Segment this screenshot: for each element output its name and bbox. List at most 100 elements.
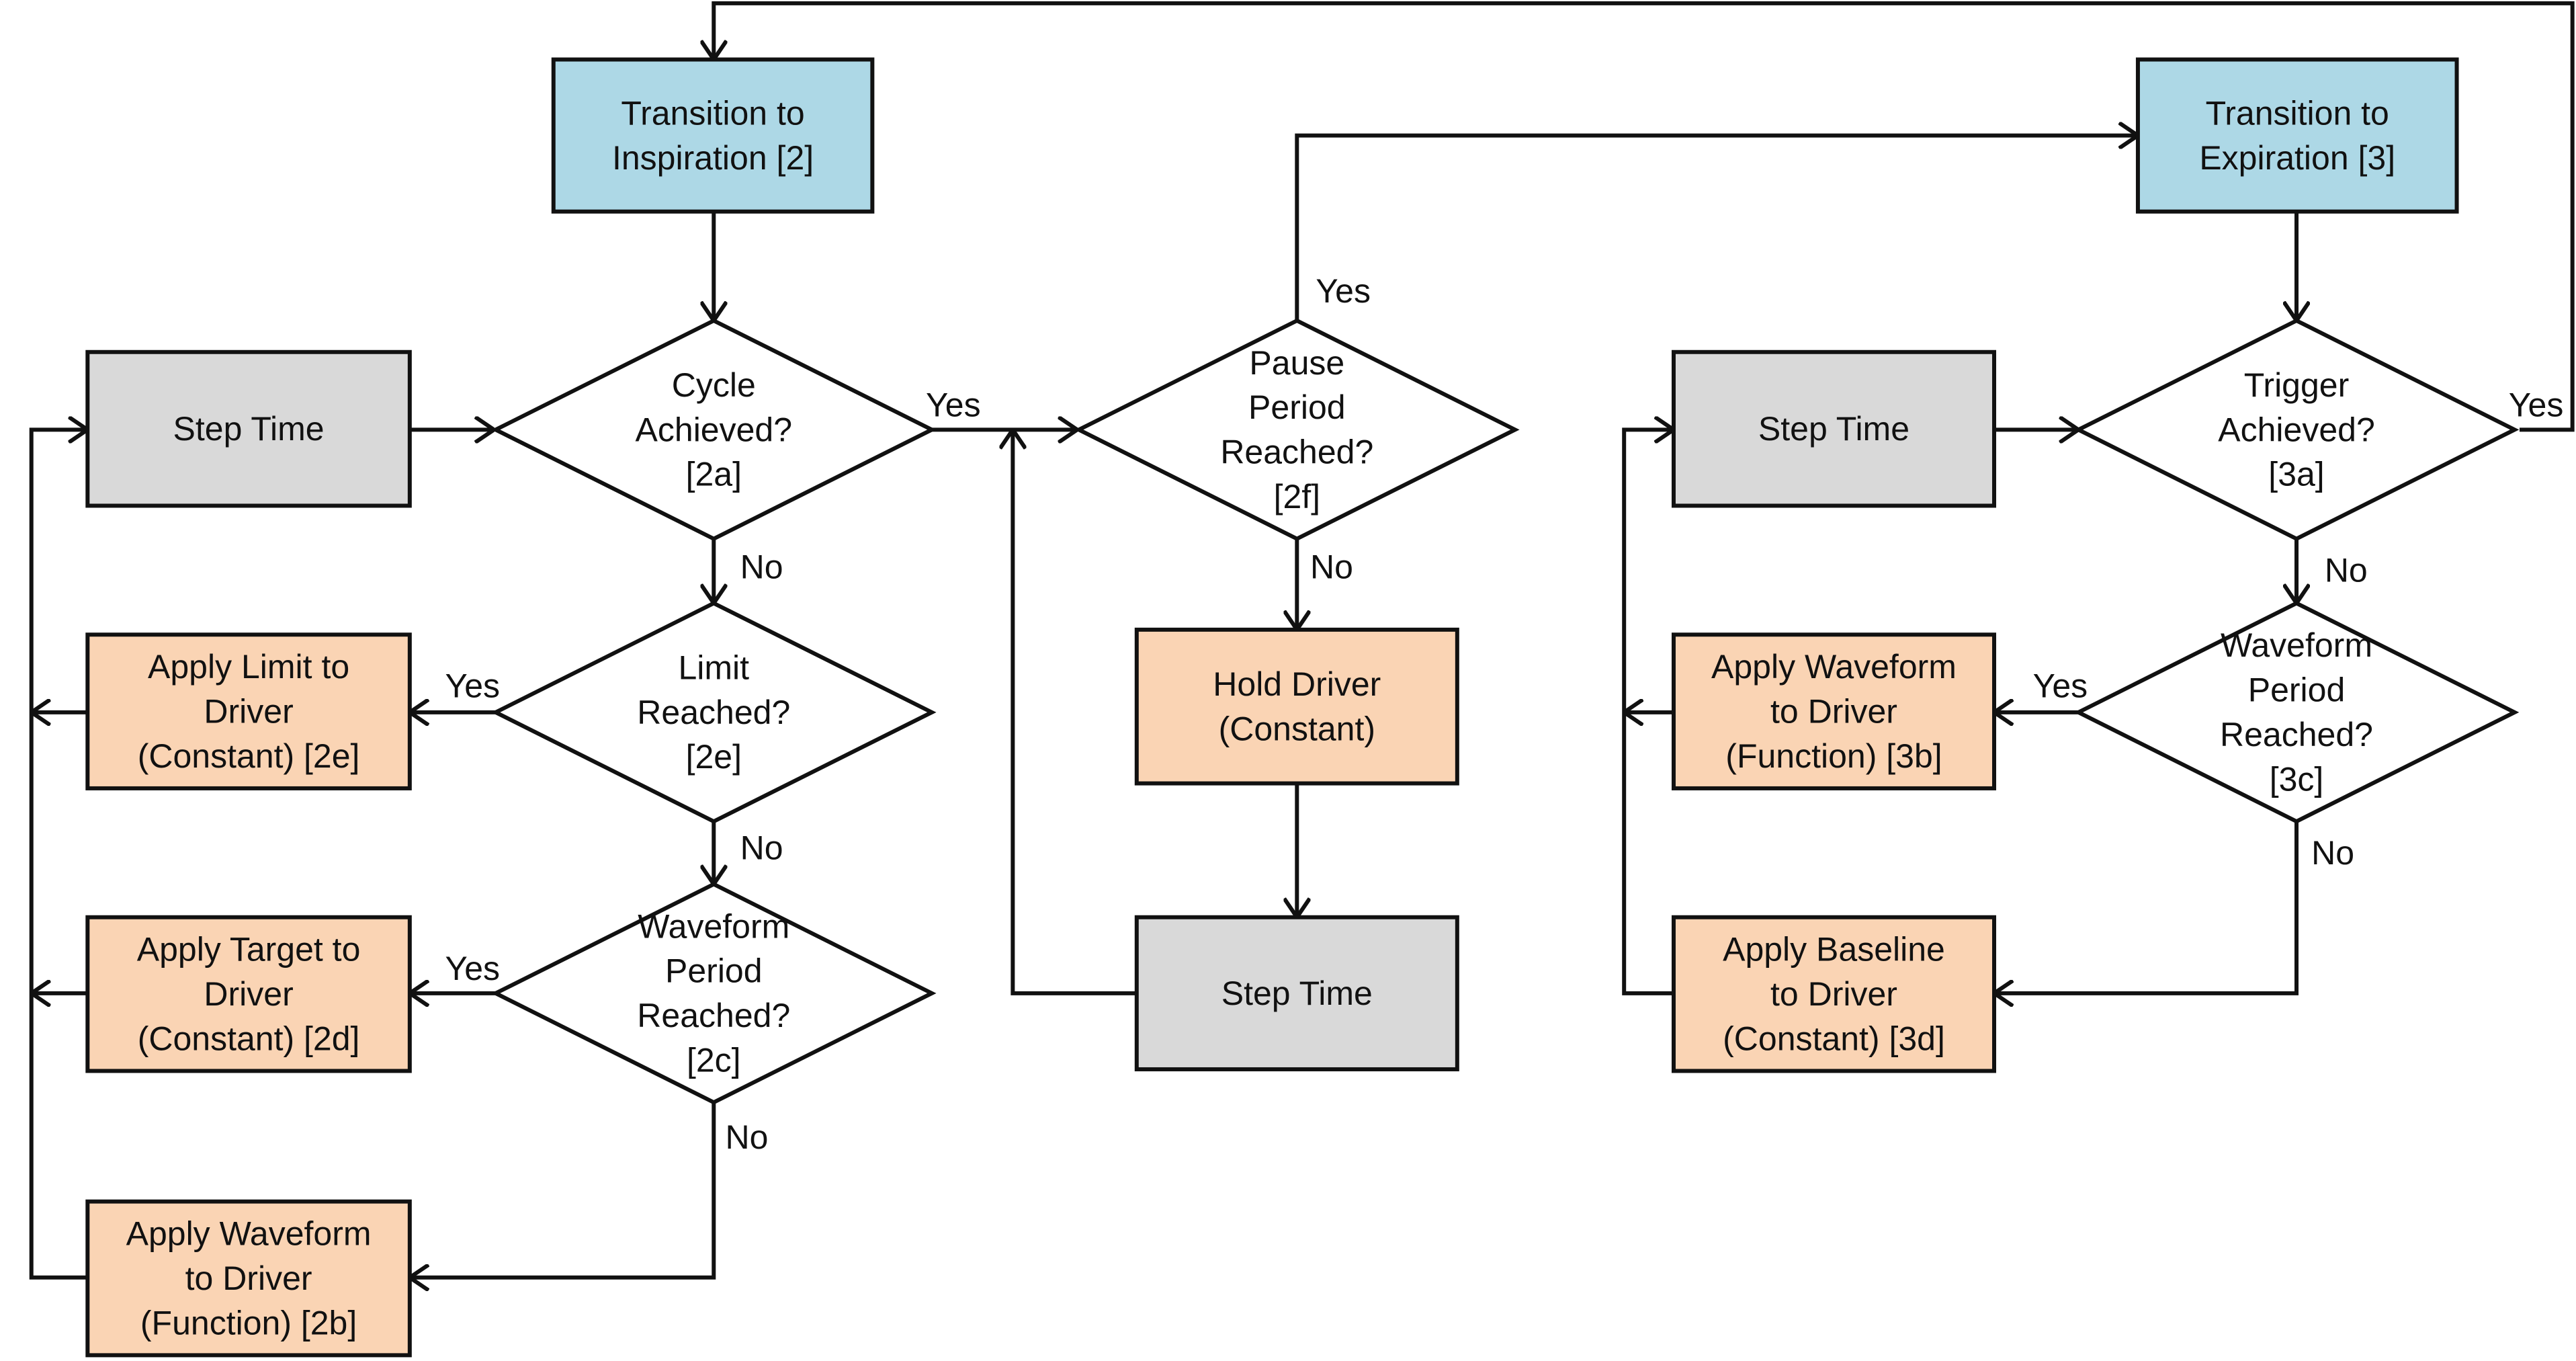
node-text-line: Waveform [2221,626,2372,664]
node-text-line: Reached? [2220,716,2373,753]
node-box [2135,57,2459,214]
node-text-line: Hold Driver [1213,665,1381,703]
node-box [85,349,412,508]
node-text-line: [3a] [2268,456,2324,493]
node-text-line: to Driver [1770,693,1897,731]
node-text-line: [3c] [2270,760,2324,798]
node-text-line: (Constant) [2e] [138,737,360,775]
node-apply-limit: Apply Limit to Driver (Constant) [2e] [85,632,412,790]
node-text-line: Period [2248,671,2346,709]
edge-label-pause-yes: Yes [1316,272,1371,310]
node-box [1671,915,1997,1073]
node-box [85,915,412,1073]
node-text-line: Achieved? [636,411,793,448]
node-box [85,632,412,790]
decision-diamond [490,882,937,1105]
node-box [1671,632,1997,790]
connector-lines [29,1,2575,1280]
edge-label-trigger-yes: Yes [2509,386,2564,423]
node-step-time-right: Step Time [1671,349,1997,508]
node-box [1134,627,1459,786]
node-text-line: (Constant) [1219,710,1375,747]
node-text-line: Reached? [637,997,790,1034]
node-step-time-left: Step Time [85,349,412,508]
node-text-line: Trigger [2244,366,2350,404]
edge-step-middle-return [1013,429,1137,995]
decision-diamond [490,318,937,541]
node-apply-target: Apply Target to Driver (Constant) [2d] [85,915,412,1073]
node-text-line: Apply Baseline [1723,931,1945,968]
node-text-line: [2c] [687,1041,741,1079]
node-text-line: to Driver [185,1260,312,1297]
node-text-line: Reached? [1220,434,1373,471]
node-step-time-middle: Step Time [1134,915,1459,1071]
node-text-line: Limit [678,649,749,686]
node-text-line: (Function) [3b] [1725,737,1942,775]
edge-label-wave2c-yes: Yes [445,950,500,987]
edge-label-wave3c-no: No [2311,834,2354,872]
node-box [1134,915,1459,1071]
node-text-line: [2a] [686,456,742,493]
node-box [85,1199,412,1358]
edge-wave3c-no-to-apply-baseline [1994,821,2299,993]
node-hold-driver: Hold Driver (Constant) [1134,627,1459,786]
edge-pause-yes-to-expiration [1295,136,2138,321]
node-text-line: Transition to [2206,94,2389,132]
edge-expiration-loop-to-inspiration [714,1,2575,432]
node-text-line: Expiration [3] [2199,139,2395,177]
edge-label-pause-no: No [1310,548,1353,585]
node-text-line: Step Time [1221,975,1373,1012]
node-text-line: (Constant) [3d] [1723,1020,1945,1057]
node-text-line: Cycle [672,366,756,404]
edge-label-wave3c-yes: Yes [2033,667,2088,704]
decision-diamond [490,601,937,824]
node-text-line: Achieved? [2218,411,2375,448]
decision-diamond [2073,318,2520,541]
node-text-line: Step Time [1758,410,1909,448]
node-text-line: Apply Target to [137,931,361,968]
edge-apply-waveform-return [29,429,88,1280]
decision-diamond [1074,318,1520,541]
edge-label-trigger-no: No [2325,551,2368,589]
node-text-line: (Function) [2b] [140,1304,357,1342]
node-text-line: Driver [204,975,293,1013]
node-text-line: to Driver [1770,975,1897,1013]
node-text-line: Step Time [173,410,325,448]
node-text-line: [2f] [1274,478,1320,515]
decision-diamond [2073,601,2520,824]
node-text-line: Apply Limit to [148,648,349,686]
node-text-line: Apply Waveform [126,1215,372,1253]
node-text-line: Apply Waveform [1711,648,1957,686]
node-box [1671,349,1997,508]
node-text-line: Period [1248,388,1346,426]
node-text-line: [2e] [686,738,742,776]
edge-wave2c-no-to-apply-waveform [410,1102,716,1278]
edge-label-cycle-yes: Yes [926,386,981,423]
edge-label-limit-yes: Yes [445,667,500,704]
node-text-line: Waveform [638,907,789,945]
node-apply-waveform-2b: Apply Waveform to Driver (Function) [2b] [85,1199,412,1358]
node-text-line: Inspiration [2] [612,139,814,177]
node-apply-waveform-3b: Apply Waveform to Driver (Function) [3b] [1671,632,1997,790]
node-text-line: Period [665,952,763,990]
node-box [551,57,875,214]
node-transition-expiration: Transition to Expiration [3] [2135,57,2459,214]
node-text-line: Pause [1249,344,1344,382]
node-text-line: Driver [204,693,293,731]
edge-label-wave2c-no: No [726,1118,769,1156]
node-text-line: (Constant) [2d] [138,1020,360,1057]
edge-label-limit-no: No [740,829,783,866]
node-apply-baseline: Apply Baseline to Driver (Constant) [3d] [1671,915,1997,1073]
node-text-line: Reached? [637,694,790,731]
edge-label-cycle-no: No [740,548,783,585]
